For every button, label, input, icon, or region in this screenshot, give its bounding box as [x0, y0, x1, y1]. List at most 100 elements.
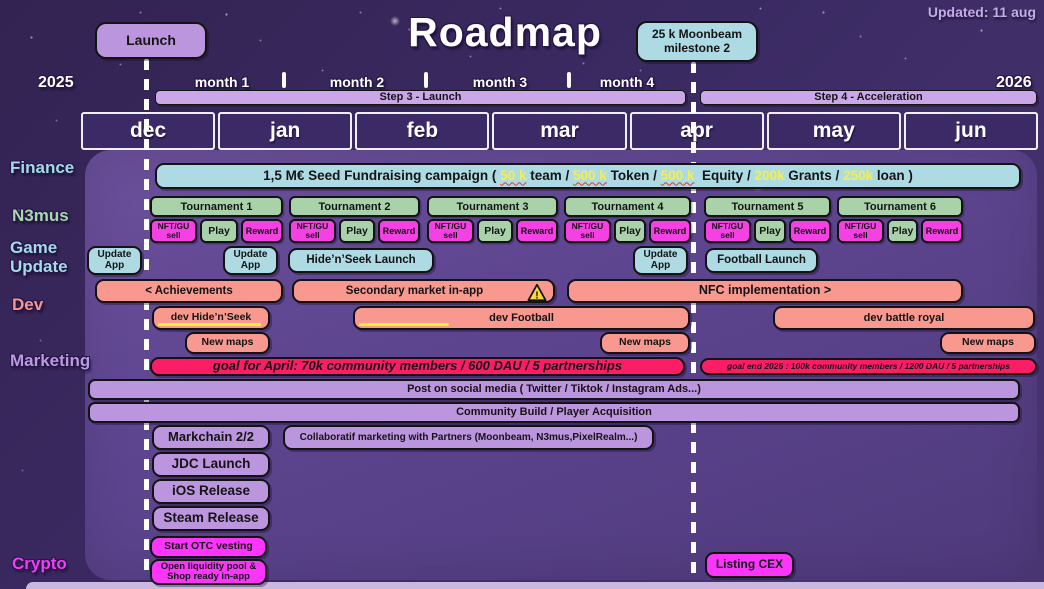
dev-hideseek-bar: dev Hide’n’Seek	[152, 306, 270, 330]
progress-indicator	[359, 323, 449, 326]
play-chip: Play	[339, 219, 375, 243]
nft-gu-sell-chip: NFT/GU sell	[704, 219, 751, 243]
nfc-implementation-bar: NFC implementation >	[567, 279, 963, 303]
new-maps-chip-1: New maps	[185, 332, 270, 354]
update-app-chip-1: Update App	[87, 246, 142, 275]
dev-battle-royal-bar: dev battle royal	[773, 306, 1035, 330]
nft-gu-sell-chip: NFT/GU sell	[427, 219, 474, 243]
launch-dashed-line	[144, 59, 149, 578]
moonbeam-milestone-bubble: 25 k Moonbeam milestone 2	[636, 21, 758, 62]
row-label-marketing: Marketing	[10, 351, 91, 370]
tournament-group-3: Tournament 3 NFT/GU sell Play Reward	[427, 196, 558, 243]
star-glow	[390, 16, 400, 26]
play-chip: Play	[614, 219, 646, 243]
row-label-n3mus: N3mus	[12, 206, 69, 225]
secondary-market-bar: Secondary market in-app !	[292, 279, 555, 303]
campaign-amount: 200k	[754, 167, 785, 183]
jdc-launch-chip: JDC Launch	[152, 452, 270, 477]
campaign-text: Equity /	[701, 167, 751, 183]
tournament-group-4: Tournament 4 NFT/GU sell Play Reward	[564, 196, 691, 243]
dev-football-label: dev Football	[489, 311, 554, 324]
tournament-group-1: Tournament 1 NFT/GU sell Play Reward	[150, 196, 283, 243]
bottom-strip	[26, 582, 1044, 589]
campaign-text: Token /	[610, 167, 657, 183]
reward-chip: Reward	[378, 219, 420, 243]
tournament-title: Tournament 1	[150, 196, 283, 217]
tournament-group-5: Tournament 5 NFT/GU sell Play Reward	[704, 196, 831, 243]
dev-hideseek-label: dev Hide’n’Seek	[170, 311, 252, 324]
dev-football-bar: dev Football	[353, 306, 690, 330]
new-maps-chip-2: New maps	[600, 332, 690, 354]
new-maps-chip-3: New maps	[940, 332, 1036, 354]
tournament-title: Tournament 4	[564, 196, 691, 217]
collab-marketing-bar: Collaboratif marketing with Partners (Mo…	[283, 425, 654, 450]
month-marker-2: month 2	[329, 74, 385, 90]
secondary-market-label: Secondary market in-app	[345, 284, 484, 297]
updated-label: Updated: 11 aug	[927, 4, 1036, 20]
play-chip: Play	[477, 219, 513, 243]
warning-icon: !	[527, 283, 547, 302]
campaign-text: Grants /	[788, 167, 840, 183]
achievements-bar: < Achievements	[95, 279, 283, 303]
timeline-tick	[282, 72, 286, 88]
year-2025: 2025	[38, 74, 74, 91]
month-marker-4: month 4	[599, 74, 655, 90]
reward-chip: Reward	[241, 219, 283, 243]
timeline-tick	[424, 72, 428, 88]
row-label-game-update: Game Update	[10, 238, 68, 277]
goal-april-bar: goal for April: 70k community members / …	[150, 357, 685, 376]
football-launch-chip: Football Launch	[705, 248, 818, 273]
liquidity-pool-chip: Open liquidity pool & Shop ready in-app	[150, 559, 267, 585]
nft-gu-sell-chip: NFT/GU sell	[150, 219, 197, 243]
month-cell-jan: jan	[218, 112, 353, 150]
campaign-text: 1,5 M€ Seed Fundraising campaign (	[263, 167, 497, 183]
listing-cex-chip: Listing CEX	[705, 552, 794, 578]
play-chip: Play	[200, 219, 238, 243]
month-cell-apr: apr	[629, 112, 764, 150]
nft-gu-sell-chip: NFT/GU sell	[837, 219, 884, 243]
step3-bar: Step 3 - Launch	[155, 90, 686, 105]
row-label-finance: Finance	[10, 158, 75, 177]
month-cell-feb: feb	[355, 112, 490, 150]
month-cell-jun: jun	[903, 112, 1038, 150]
community-build-bar: Community Build / Player Acquisition	[88, 402, 1020, 423]
tournament-group-2: Tournament 2 NFT/GU sell Play Reward	[289, 196, 420, 243]
seed-fundraising-bar: 1,5 M€ Seed Fundraising campaign ( 50 k …	[155, 163, 1021, 189]
reward-chip: Reward	[789, 219, 831, 243]
campaign-text: team /	[530, 167, 570, 183]
month-marker-1: month 1	[194, 74, 250, 90]
month-cell-may: may	[766, 112, 901, 150]
row-label-dev: Dev	[12, 295, 44, 314]
play-chip: Play	[754, 219, 786, 243]
starfield	[0, 0, 1, 1]
row-label-crypto: Crypto	[12, 554, 67, 573]
goal-2026-bar: goal end 2026 : 100k community members /…	[700, 358, 1037, 375]
play-chip: Play	[887, 219, 918, 243]
tournament-title: Tournament 2	[289, 196, 420, 217]
steam-release-chip: Steam Release	[152, 506, 270, 531]
tournament-title: Tournament 5	[704, 196, 831, 217]
ios-release-chip: iOS Release	[152, 479, 270, 504]
month-header-row: dec jan feb mar apr may jun	[81, 112, 1038, 150]
reward-chip: Reward	[921, 219, 963, 243]
update-app-chip-3: Update App	[633, 246, 688, 275]
milestone-dashed-line	[691, 62, 696, 578]
launch-milestone-bubble: Launch	[95, 22, 207, 59]
timeline-tick	[567, 72, 571, 88]
markchain-chip: Markchain 2/2	[152, 425, 270, 450]
step4-bar: Step 4 - Acceleration	[700, 90, 1037, 105]
campaign-text: loan )	[876, 167, 913, 183]
hideseek-launch-chip: Hide’n’Seek Launch	[288, 248, 434, 273]
tournament-group-6: Tournament 6 NFT/GU sell Play Reward	[837, 196, 963, 243]
update-app-chip-2: Update App	[223, 246, 278, 275]
month-marker-3: month 3	[472, 74, 528, 90]
campaign-amount: 500 k	[573, 167, 607, 183]
tournament-title: Tournament 3	[427, 196, 558, 217]
campaign-amount: 500 k	[660, 167, 695, 183]
year-2026: 2026	[996, 74, 1032, 91]
campaign-amount: 50 k	[500, 167, 527, 183]
post-social-bar: Post on social media ( Twitter / Tiktok …	[88, 379, 1020, 400]
nft-gu-sell-chip: NFT/GU sell	[289, 219, 336, 243]
progress-indicator	[158, 323, 261, 326]
